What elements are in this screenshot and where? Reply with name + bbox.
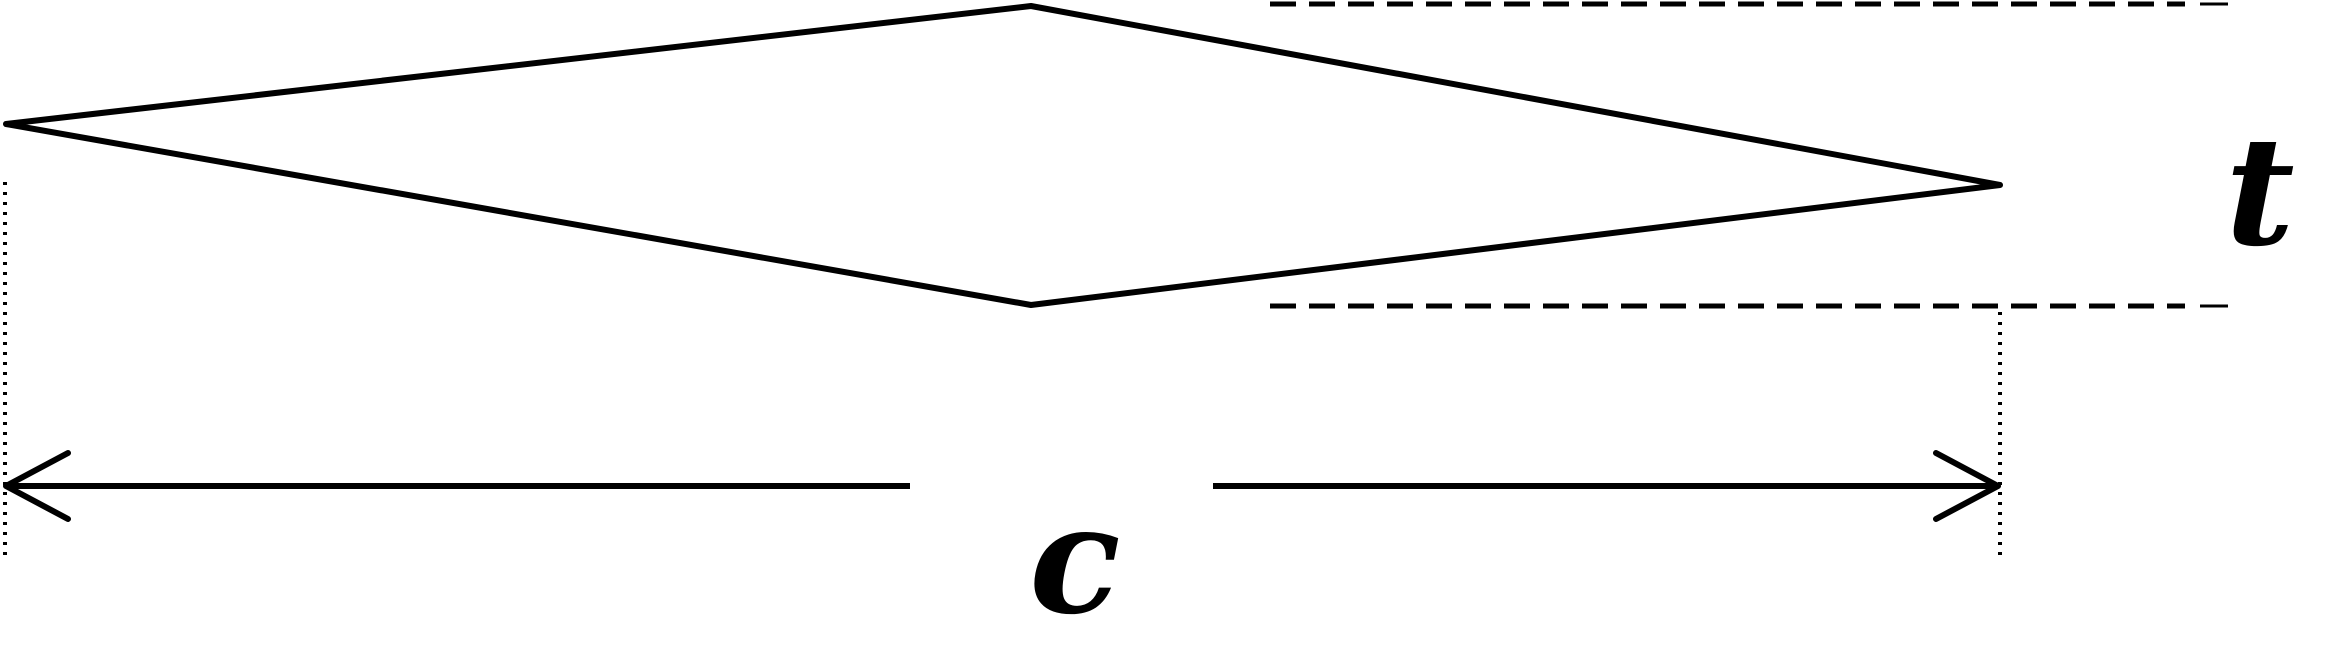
right-arrowhead-icon (1933, 450, 2001, 522)
airfoil-outline (3, 3, 2003, 308)
thickness-label: t (2225, 104, 2294, 280)
left-arrowhead-icon (3, 450, 71, 522)
chord-label: c (1029, 472, 1120, 648)
